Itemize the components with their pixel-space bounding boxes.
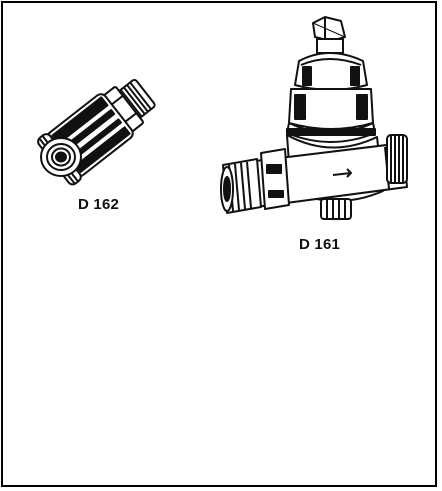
pressure-valve-icon [217,15,417,223]
catalog-panel: D 162 [1,1,437,487]
line-filter-fitting-icon [31,61,173,191]
product-label: D 162 [78,196,120,213]
product-label: D 161 [299,236,341,253]
